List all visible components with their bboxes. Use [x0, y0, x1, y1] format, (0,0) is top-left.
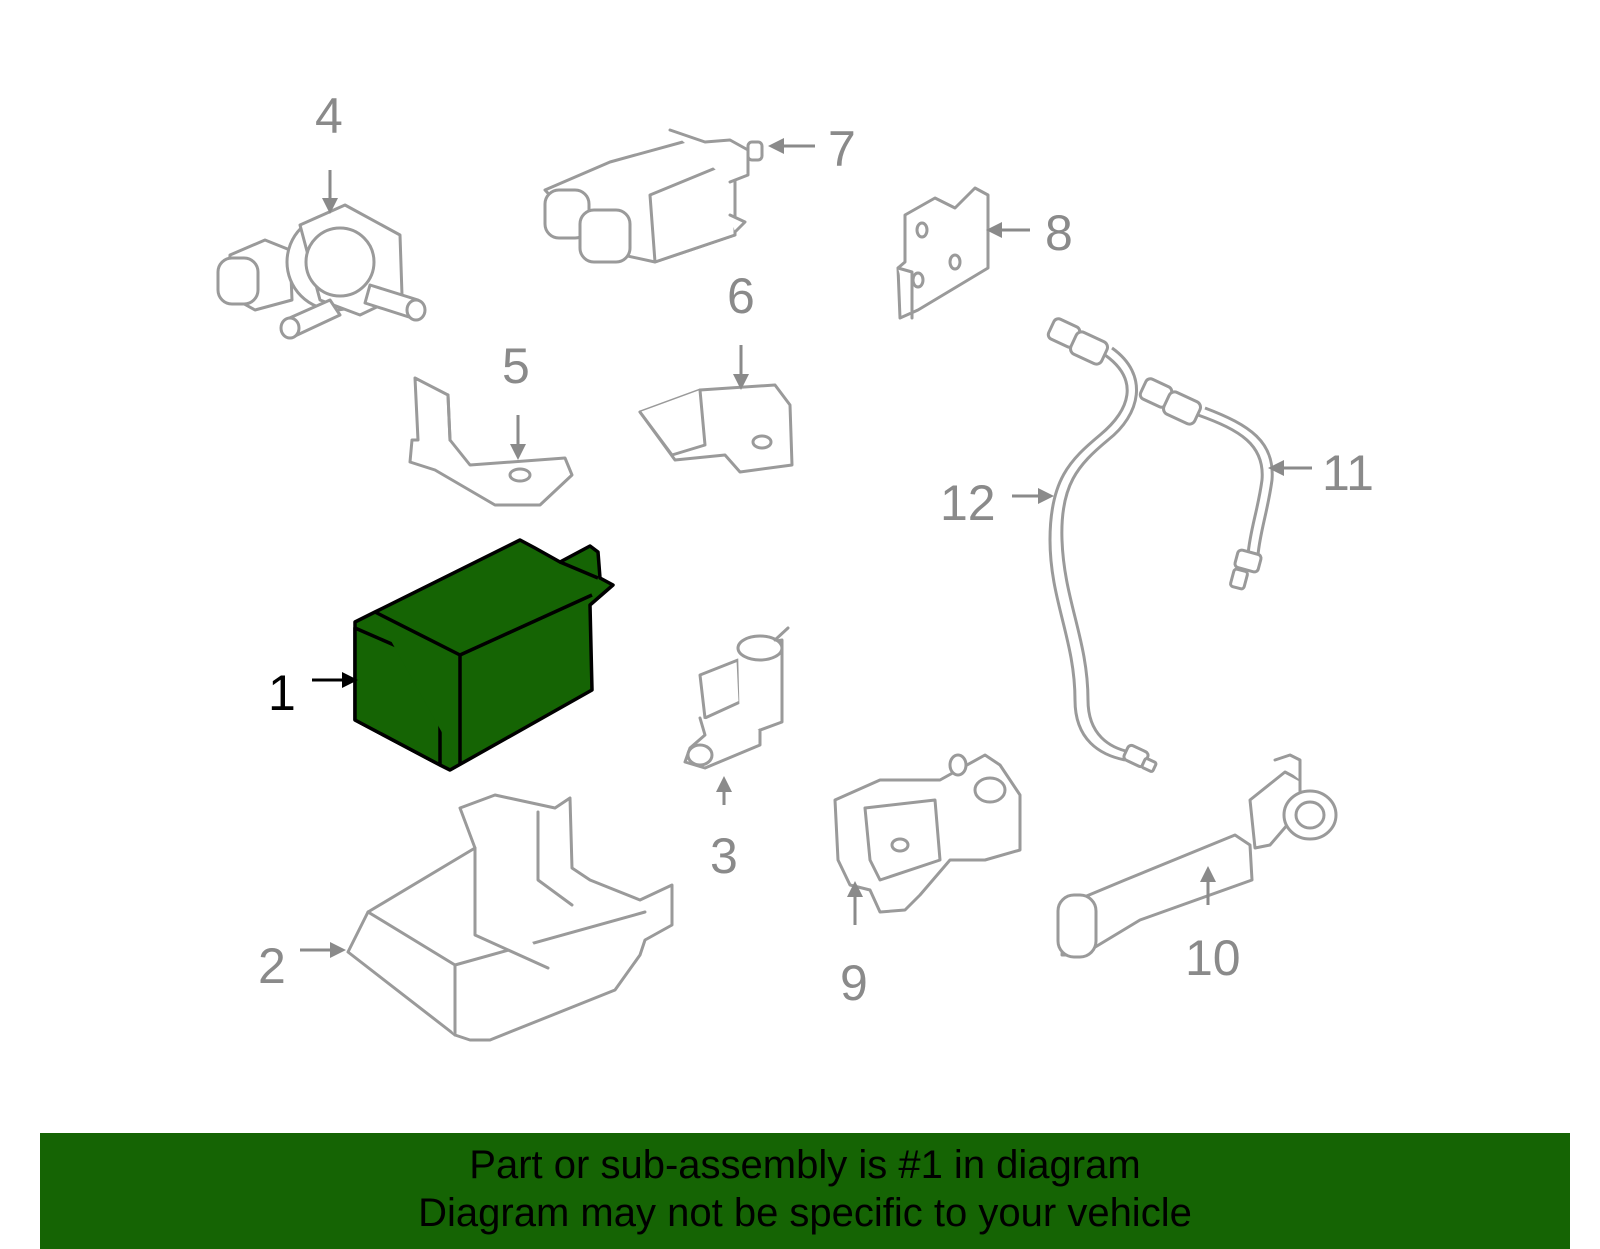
- callout-1: 1: [268, 665, 296, 721]
- part-8-bracket[interactable]: [896, 186, 990, 320]
- callout-12: 12: [940, 475, 996, 531]
- part-1-canister[interactable]: [353, 538, 615, 772]
- part-info-banner: Part or sub-assembly is #1 in diagram Di…: [40, 1133, 1570, 1249]
- callout-10-arrow: [1200, 866, 1216, 905]
- callout-4: 4: [315, 88, 343, 144]
- part-5-bracket[interactable]: [408, 376, 574, 507]
- part-10-sensor[interactable]: [1056, 753, 1338, 959]
- callout-3: 3: [710, 828, 738, 884]
- part-9-sensor[interactable]: [833, 753, 1022, 914]
- callout-9-arrow: [847, 881, 863, 925]
- part-7-solenoid[interactable]: [543, 128, 764, 264]
- callout-11: 11: [1322, 445, 1374, 501]
- callout-11-arrow: [1268, 460, 1312, 476]
- callout-9: 9: [840, 955, 868, 1011]
- callout-12-arrow: [1012, 488, 1054, 504]
- callout-7: 7: [828, 121, 856, 177]
- callout-3-arrow: [716, 776, 732, 805]
- part-3-sensor[interactable]: [683, 626, 790, 770]
- part-6-bracket[interactable]: [638, 383, 794, 474]
- callout-6: 6: [727, 268, 755, 324]
- callout-2-arrow: [300, 942, 346, 958]
- callout-5-arrow: [510, 415, 526, 460]
- banner-line-1: Part or sub-assembly is #1 in diagram: [469, 1143, 1141, 1187]
- callout-4-arrow: [322, 170, 338, 214]
- callout-5: 5: [502, 338, 530, 394]
- callout-8-arrow: [986, 222, 1030, 238]
- callout-8: 8: [1045, 205, 1073, 261]
- part-4-valve[interactable]: [216, 203, 427, 340]
- part-2-tray[interactable]: [346, 793, 674, 1042]
- part-11-sensor[interactable]: [1138, 377, 1274, 591]
- callout-6-arrow: [733, 345, 749, 390]
- callout-1-arrow: [312, 672, 358, 688]
- part-12-sensor[interactable]: [1046, 317, 1158, 773]
- callout-2: 2: [258, 938, 286, 994]
- banner-line-2: Diagram may not be specific to your vehi…: [418, 1191, 1192, 1235]
- callout-10: 10: [1185, 930, 1241, 986]
- callout-7-arrow: [768, 138, 815, 154]
